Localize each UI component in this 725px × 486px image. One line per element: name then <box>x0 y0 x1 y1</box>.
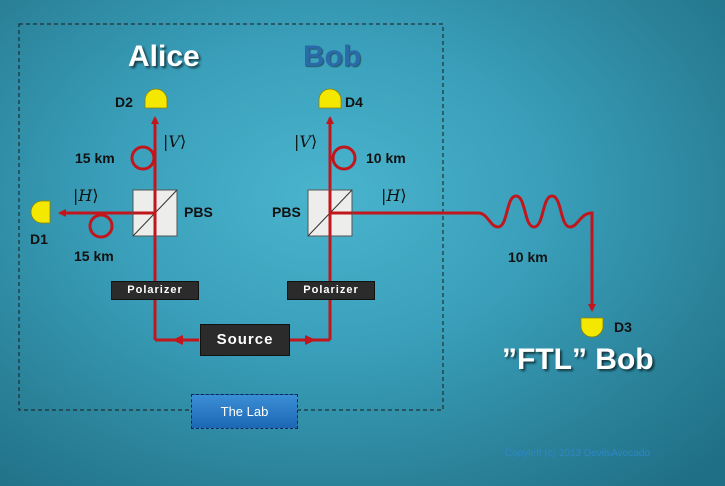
label-ftl-length: 10 km <box>508 249 548 265</box>
label-alice-vertical-length: 15 km <box>75 150 115 166</box>
source-arrow-left <box>172 335 183 345</box>
label-d2: D2 <box>115 94 133 110</box>
title-alice: Alice <box>128 40 200 73</box>
lab-label: The Lab <box>191 394 298 429</box>
detector-d4-icon <box>318 88 342 109</box>
detector-d1-icon <box>30 200 51 224</box>
ket-bob-h: |H⟩ <box>381 186 407 205</box>
polarizer-right: Polarizer <box>287 281 375 300</box>
fiber-loop-alice-horizontal <box>88 213 114 239</box>
ket-alice-h: |H⟩ <box>73 186 99 205</box>
label-bob-vertical-length: 10 km <box>366 150 406 166</box>
title-bob: Bob <box>303 40 362 73</box>
polarizer-left: Polarizer <box>111 281 199 300</box>
label-pbs-bob: PBS <box>272 204 301 220</box>
detector-d3-icon <box>580 317 604 338</box>
ket-alice-v: |V⟩ <box>163 132 187 151</box>
label-pbs-alice: PBS <box>184 204 213 220</box>
ket-bob-v: |V⟩ <box>294 132 318 151</box>
label-alice-horizontal-length: 15 km <box>74 248 114 264</box>
source-arrow-right <box>305 335 316 345</box>
label-d4: D4 <box>345 94 363 110</box>
label-d3: D3 <box>614 319 632 335</box>
copyright-text: Copyleft (c) 2013 DevilsAvocado <box>505 448 650 459</box>
title-ftl-bob: ”FTL” Bob <box>502 343 654 376</box>
fiber-loop-alice-vertical <box>130 145 156 171</box>
beam-bob-horizontal <box>330 194 596 312</box>
detector-d2-icon <box>144 88 168 109</box>
label-d1: D1 <box>30 231 48 247</box>
fiber-loop-bob-vertical <box>331 145 357 171</box>
source-box: Source <box>200 324 290 356</box>
